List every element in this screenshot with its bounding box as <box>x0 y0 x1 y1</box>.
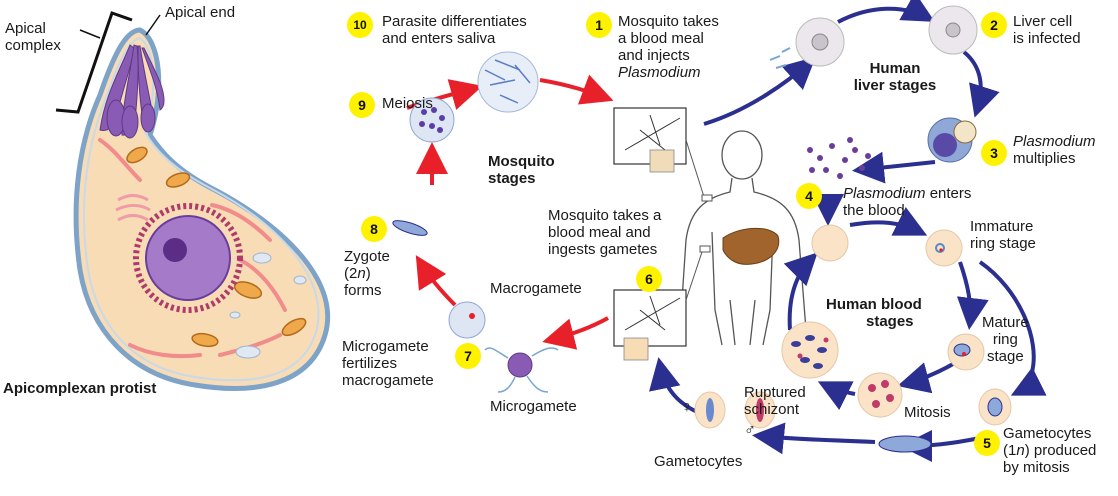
mosquito-box-top <box>613 107 687 173</box>
gametocyte-cells <box>694 391 776 429</box>
gametocytes-label: Gametocytes <box>654 453 743 470</box>
step-badge-2: 2 <box>981 12 1007 38</box>
microgamete-label: Microgamete <box>490 398 577 415</box>
macrogamete-label: Macrogamete <box>490 280 582 297</box>
male-symbol: ♂ <box>744 422 756 439</box>
blue-arrows <box>649 0 1047 462</box>
step-badge-8: 8 <box>361 216 387 242</box>
step-8-text: Zygote (2n) forms <box>344 248 390 299</box>
merozoites-release <box>807 137 871 179</box>
rbc-mitosis <box>857 372 903 418</box>
step-badge-7: 7 <box>455 343 481 369</box>
sporozoites-in-gland <box>477 51 539 113</box>
liver-cell-sporozoites <box>769 17 845 69</box>
apical-complex-label: Apical complex <box>5 20 61 54</box>
human-body-outline <box>679 130 807 346</box>
zygote-ookinete <box>392 220 428 236</box>
red-arrows <box>406 74 614 350</box>
liver-cell-multiplying <box>927 117 977 163</box>
protist-caption: Apicomplexan protist <box>3 380 157 397</box>
step-badge-6: 6 <box>636 266 662 292</box>
step-badge-1: 1 <box>586 12 612 38</box>
meiosis-cell <box>409 97 455 143</box>
rbc-gametocyte-elongate <box>878 388 1012 453</box>
step-4-text: Plasmodium enters the blood <box>843 185 972 219</box>
microgamete-cell <box>484 347 559 393</box>
step-badge-10: 10 <box>347 12 373 38</box>
macrogamete-cell <box>448 301 486 339</box>
liver-cell-infected <box>928 5 978 55</box>
step-badge-5: 5 <box>974 430 1000 456</box>
step-5-text: Gametocytes (1n) produced by mitosis <box>1003 425 1097 476</box>
mitosis-label: Mitosis <box>904 404 951 421</box>
female-symbol: ♀ <box>681 399 693 416</box>
liver-organ <box>722 227 780 265</box>
step-badge-4: 4 <box>796 183 822 209</box>
apicomplexan-protist-illustration <box>55 11 331 391</box>
apical-end-label: Apical end <box>165 4 236 21</box>
rbc-immature-ring <box>925 229 963 267</box>
ruptured-schizont <box>781 321 839 379</box>
step-badge-3: 3 <box>981 140 1007 166</box>
step-9-text: Meiosis <box>382 95 433 112</box>
mosquito-box-bottom <box>613 289 687 361</box>
rbc-uninfected <box>811 224 849 262</box>
rbc-mature-ring <box>947 333 985 371</box>
step-badge-9: 9 <box>349 92 375 118</box>
